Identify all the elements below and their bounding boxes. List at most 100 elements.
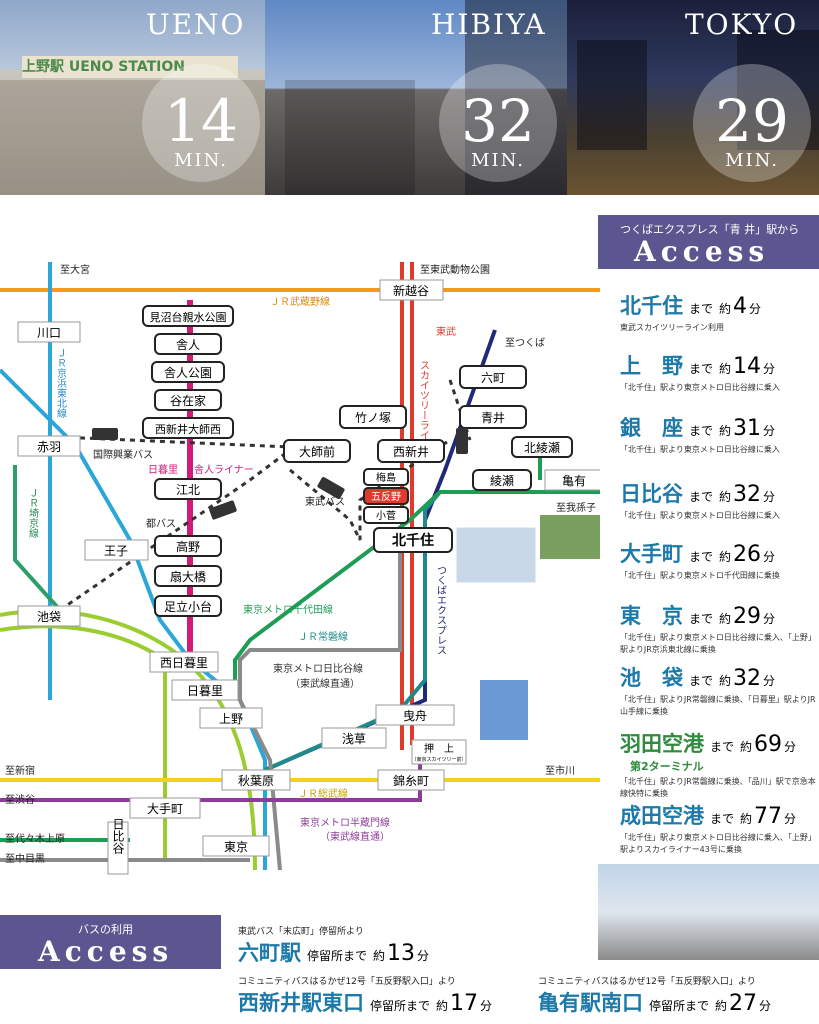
svg-text:（東京スカイツリー前）: （東京スカイツリー前）	[411, 756, 466, 763]
toneri-label-a: 日暮里	[148, 463, 178, 476]
route-dest: 成田空港	[620, 803, 704, 828]
bus-access-header: バスの利用 Access	[0, 915, 221, 969]
hibiya-label-b: （東武線直通）	[290, 677, 360, 690]
station-daishimae: 大師前	[283, 439, 351, 463]
svg-text:西新井: 西新井	[393, 444, 429, 459]
saikyo-line	[13, 465, 62, 612]
svg-text:秋葉原: 秋葉原	[238, 774, 274, 788]
bus-caption: 東武バス「末広町」停留所より	[238, 927, 364, 937]
musashino-label: ＪＲ武蔵野線	[270, 295, 330, 308]
route-minutes: 77	[754, 804, 783, 829]
route-note: 「北千住」駅より東京メトロ日比谷線に乗入	[620, 445, 780, 454]
saikyo-label: ＪＲ埼京線	[27, 488, 39, 538]
svg-text:西新井大師西: 西新井大師西	[155, 422, 221, 436]
route-minutes: 31	[733, 416, 762, 441]
bus-subtitle: バスの利用	[78, 923, 133, 936]
route-minutes: 29	[733, 604, 762, 629]
tx-label: つくばエクスプレス	[435, 565, 447, 655]
svg-text:梅島: 梅島	[376, 471, 396, 484]
svg-text:王子: 王子	[104, 544, 128, 558]
svg-text:曳舟: 曳舟	[403, 709, 427, 723]
svg-text:青井: 青井	[481, 411, 505, 425]
svg-text:江北: 江北	[176, 483, 200, 497]
station-takenozuka: 竹ノ塚	[339, 405, 407, 429]
route-note: 「北千住」駅より東京メトロ千代田線に乗換	[620, 571, 780, 580]
bus-icon	[317, 477, 345, 499]
tobu-label-b: スカイツリーライン	[418, 360, 430, 450]
station-kitasenju: 北千住	[373, 527, 453, 553]
station-gotanno: 五反野	[363, 487, 409, 505]
toei-bus-label: 都バス	[146, 518, 176, 530]
train-photo	[598, 864, 819, 960]
route-dest: 羽田空港	[620, 731, 704, 756]
hibiya-label: HIBIYA	[431, 8, 547, 41]
route-dest: 池 袋	[620, 665, 683, 690]
station-nishinippori: 西日暮里	[149, 651, 219, 673]
chiyoda-line	[233, 490, 600, 700]
station-shinkoshigaya: 新越谷	[379, 279, 444, 301]
svg-text:上野: 上野	[219, 712, 243, 726]
station-minumadai: 見沼台親水公園	[142, 305, 234, 327]
svg-text:池袋: 池袋	[37, 610, 61, 624]
access-header: つくばエクスプレス「青 井」駅から Access	[598, 215, 819, 269]
svg-text:舎人: 舎人	[176, 338, 200, 352]
station-rokucho: 六町	[459, 365, 527, 389]
access-panel: つくばエクスプレス「青 井」駅から Access	[598, 215, 819, 269]
route-note: 「北千住」駅より東京メトロ日比谷線に乗入、「上野」駅よりスカイライナー43号に乗…	[620, 833, 816, 854]
bus-item-nishiarai: コミュニティバスはるかぜ12号「五反野駅入口」より 西新井駅東口停留所まで約17…	[238, 974, 492, 1017]
station-ikebukuro: 池袋	[17, 605, 81, 627]
tobu-label-a: 東武	[436, 325, 456, 338]
station-toneri-koen: 舎人公園	[151, 361, 225, 383]
keihin-tohoku-line-south	[0, 368, 267, 870]
kokusai-bus-route	[59, 435, 291, 449]
svg-text:谷在家: 谷在家	[170, 393, 206, 408]
skytree-photo	[480, 680, 528, 740]
svg-text:高野: 高野	[176, 539, 200, 554]
svg-text:新越谷: 新越谷	[393, 283, 429, 298]
station-kohoku: 江北	[154, 478, 222, 500]
station-nippori: 日暮里	[171, 679, 239, 701]
route-minutes: 69	[754, 732, 783, 757]
station-umejima: 梅島	[363, 468, 409, 486]
hibiya-time-circle	[439, 64, 557, 182]
station-koya: 高野	[154, 535, 222, 557]
yamanote-west	[0, 624, 167, 860]
route-minutes: 26	[733, 542, 762, 567]
svg-text:綾瀬: 綾瀬	[490, 473, 514, 488]
route-dest: 大手町	[620, 541, 683, 566]
station-hikifune: 曳舟	[375, 704, 455, 726]
tobu-bus-label: 東武バス	[305, 495, 345, 508]
station-tokyo: 東京	[202, 835, 270, 857]
station-akihabara: 秋葉原	[221, 769, 291, 791]
station-oji: 王子	[84, 539, 149, 561]
stations: 新越谷 川口 赤羽 王子 池袋 見沼台親水公園 舎人 舎人公園 谷在家 西新井大…	[17, 279, 600, 875]
svg-text:小菅: 小菅	[376, 510, 396, 522]
hanzo-label-b: （東武線直通）	[320, 830, 390, 843]
svg-text:見沼台親水公園: 見沼台親水公園	[150, 310, 227, 324]
bus-icon	[456, 428, 468, 454]
to-abiko: 至我孫子	[556, 502, 596, 514]
svg-text:足立小台: 足立小台	[164, 599, 212, 614]
svg-text:扇大橋: 扇大橋	[170, 569, 206, 584]
station-yazaike: 谷在家	[154, 389, 222, 411]
station-nishiarai: 西新井	[377, 439, 445, 463]
station-ayase: 綾瀬	[472, 469, 532, 491]
svg-text:西日暮里: 西日暮里	[160, 656, 208, 670]
route-minutes: 4	[733, 294, 748, 319]
route-note: 「北千住」駅より東京メトロ日比谷線に乗入	[620, 383, 780, 392]
svg-text:浅草: 浅草	[342, 732, 366, 746]
ayase-photo	[540, 515, 600, 559]
ueno-station-sign: 上野駅 UENO STATION	[22, 56, 238, 78]
tokyo-label: TOKYO	[685, 8, 799, 41]
station-ogi: 扇大橋	[154, 565, 222, 587]
toneri-label-b: 舎人ライナー	[194, 464, 254, 476]
svg-text:五反野: 五反野	[371, 491, 401, 503]
